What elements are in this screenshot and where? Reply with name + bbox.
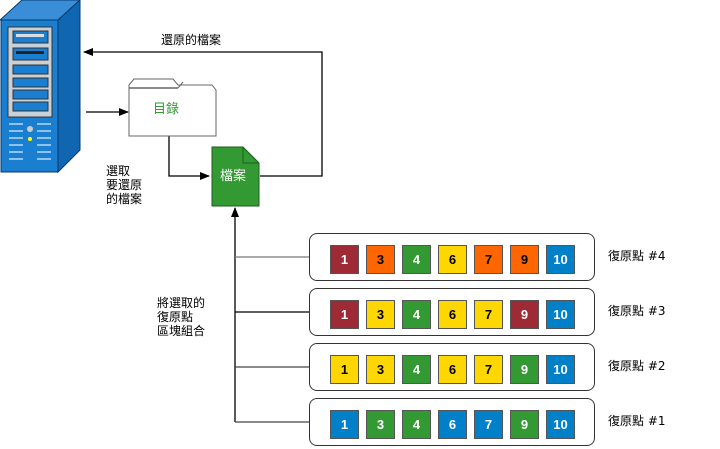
file-label: 檔案 xyxy=(220,169,247,184)
block: 9 xyxy=(510,410,539,439)
block: 1 xyxy=(330,355,359,384)
combine-blocks-label: 將選取的 復原點 區塊組合 xyxy=(157,296,206,338)
block: 6 xyxy=(438,300,467,329)
block: 4 xyxy=(402,245,431,274)
restored-file-label: 還原的檔案 xyxy=(161,33,222,47)
block: 9 xyxy=(510,245,539,274)
block: 3 xyxy=(366,245,395,274)
select-files-label: 選取 要還原 的檔案 xyxy=(106,164,143,206)
block: 1 xyxy=(330,410,359,439)
recovery-point-label: 復原點 #4 xyxy=(608,249,666,263)
file-icon xyxy=(211,146,260,207)
block: 4 xyxy=(402,355,431,384)
recovery-point-label: 復原點 #3 xyxy=(608,304,666,318)
block: 3 xyxy=(366,300,395,329)
block: 4 xyxy=(402,300,431,329)
block: 9 xyxy=(510,300,539,329)
block: 3 xyxy=(366,355,395,384)
block: 6 xyxy=(438,355,467,384)
block: 6 xyxy=(438,410,467,439)
block: 7 xyxy=(474,410,503,439)
block: 7 xyxy=(474,300,503,329)
block: 7 xyxy=(474,245,503,274)
block: 4 xyxy=(402,410,431,439)
recovery-point-label: 復原點 #1 xyxy=(608,414,666,428)
server-icon xyxy=(0,0,81,174)
block: 9 xyxy=(510,355,539,384)
restore-arrow xyxy=(83,48,323,177)
folder-label: 目錄 xyxy=(153,102,180,117)
folder-icon xyxy=(128,78,217,137)
block: 1 xyxy=(330,300,359,329)
block: 10 xyxy=(546,245,575,274)
block: 10 xyxy=(546,300,575,329)
block: 10 xyxy=(546,410,575,439)
block: 6 xyxy=(438,245,467,274)
block: 7 xyxy=(474,355,503,384)
recovery-point-label: 復原點 #2 xyxy=(608,359,666,373)
folder-to-file-arrow xyxy=(168,136,210,180)
block: 10 xyxy=(546,355,575,384)
block: 1 xyxy=(330,245,359,274)
block: 3 xyxy=(366,410,395,439)
